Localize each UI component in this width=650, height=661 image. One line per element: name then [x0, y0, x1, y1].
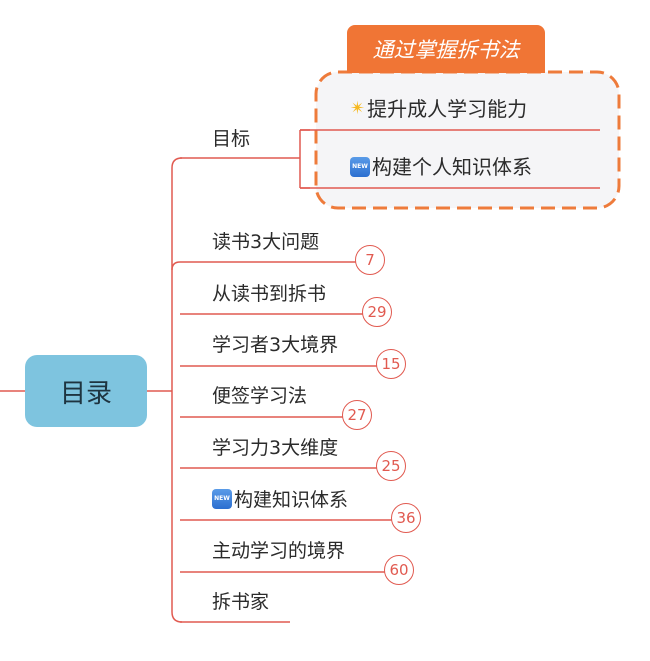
page-badge-7: 60	[384, 555, 414, 585]
page-badge-1: 7	[355, 245, 385, 275]
branch-3[interactable]: 学习者3大境界	[212, 333, 338, 357]
branch-label-8: 拆书家	[212, 591, 270, 613]
branch-label-7: 主动学习的境界	[212, 540, 346, 562]
goal-item-label-2: 构建个人知识体系	[372, 155, 532, 179]
page-badge-4: 27	[342, 400, 372, 430]
branch-4[interactable]: 便签学习法	[212, 384, 307, 408]
page-badge-value: 25	[381, 457, 401, 475]
page-badge-3: 15	[376, 349, 406, 379]
page-badge-2: 29	[362, 297, 392, 327]
branch-7[interactable]: 主动学习的境界	[212, 539, 345, 563]
root-label: 目录	[59, 378, 112, 409]
branch-spine	[171, 157, 183, 623]
goal-subbranch-connector	[292, 129, 310, 189]
sparkle-star-icon: ✴	[350, 97, 366, 119]
page-badge-value: 29	[367, 303, 387, 321]
goal-item-1[interactable]: ✴提升成人学习能力	[350, 96, 527, 124]
page-badge-value: 27	[347, 406, 367, 424]
branch-8[interactable]: 拆书家	[212, 590, 269, 614]
new-icon: NEW	[212, 488, 232, 509]
branch-2[interactable]: 从读书到拆书	[212, 282, 326, 306]
branch-1[interactable]: 读书3大问题	[212, 230, 319, 254]
branch-label-1: 读书3大问题	[212, 231, 320, 253]
page-badge-6: 36	[391, 503, 421, 533]
branch-connector-goal	[171, 261, 181, 271]
branch-label-2: 从读书到拆书	[212, 283, 327, 305]
page-badge-value: 15	[381, 355, 401, 373]
branch-label-5: 学习力3大维度	[212, 437, 339, 459]
page-badge-value: 36	[396, 509, 416, 527]
branch-5[interactable]: 学习力3大维度	[212, 436, 338, 460]
branch-goal[interactable]: 目标	[212, 127, 250, 151]
branch-label-goal: 目标	[212, 128, 251, 150]
branch-label-6: 构建知识体系	[234, 489, 349, 511]
root-node[interactable]: 目录	[25, 355, 147, 427]
new-icon: NEW	[350, 156, 370, 177]
page-badge-5: 25	[376, 451, 406, 481]
goal-callout: 通过掌握拆书法	[347, 25, 545, 73]
page-badge-value: 60	[389, 561, 409, 579]
goal-item-label-1: 提升成人学习能力	[367, 97, 528, 121]
branch-label-4: 便签学习法	[212, 385, 308, 407]
page-badge-value: 7	[365, 251, 375, 269]
branch-label-3: 学习者3大境界	[212, 334, 339, 356]
